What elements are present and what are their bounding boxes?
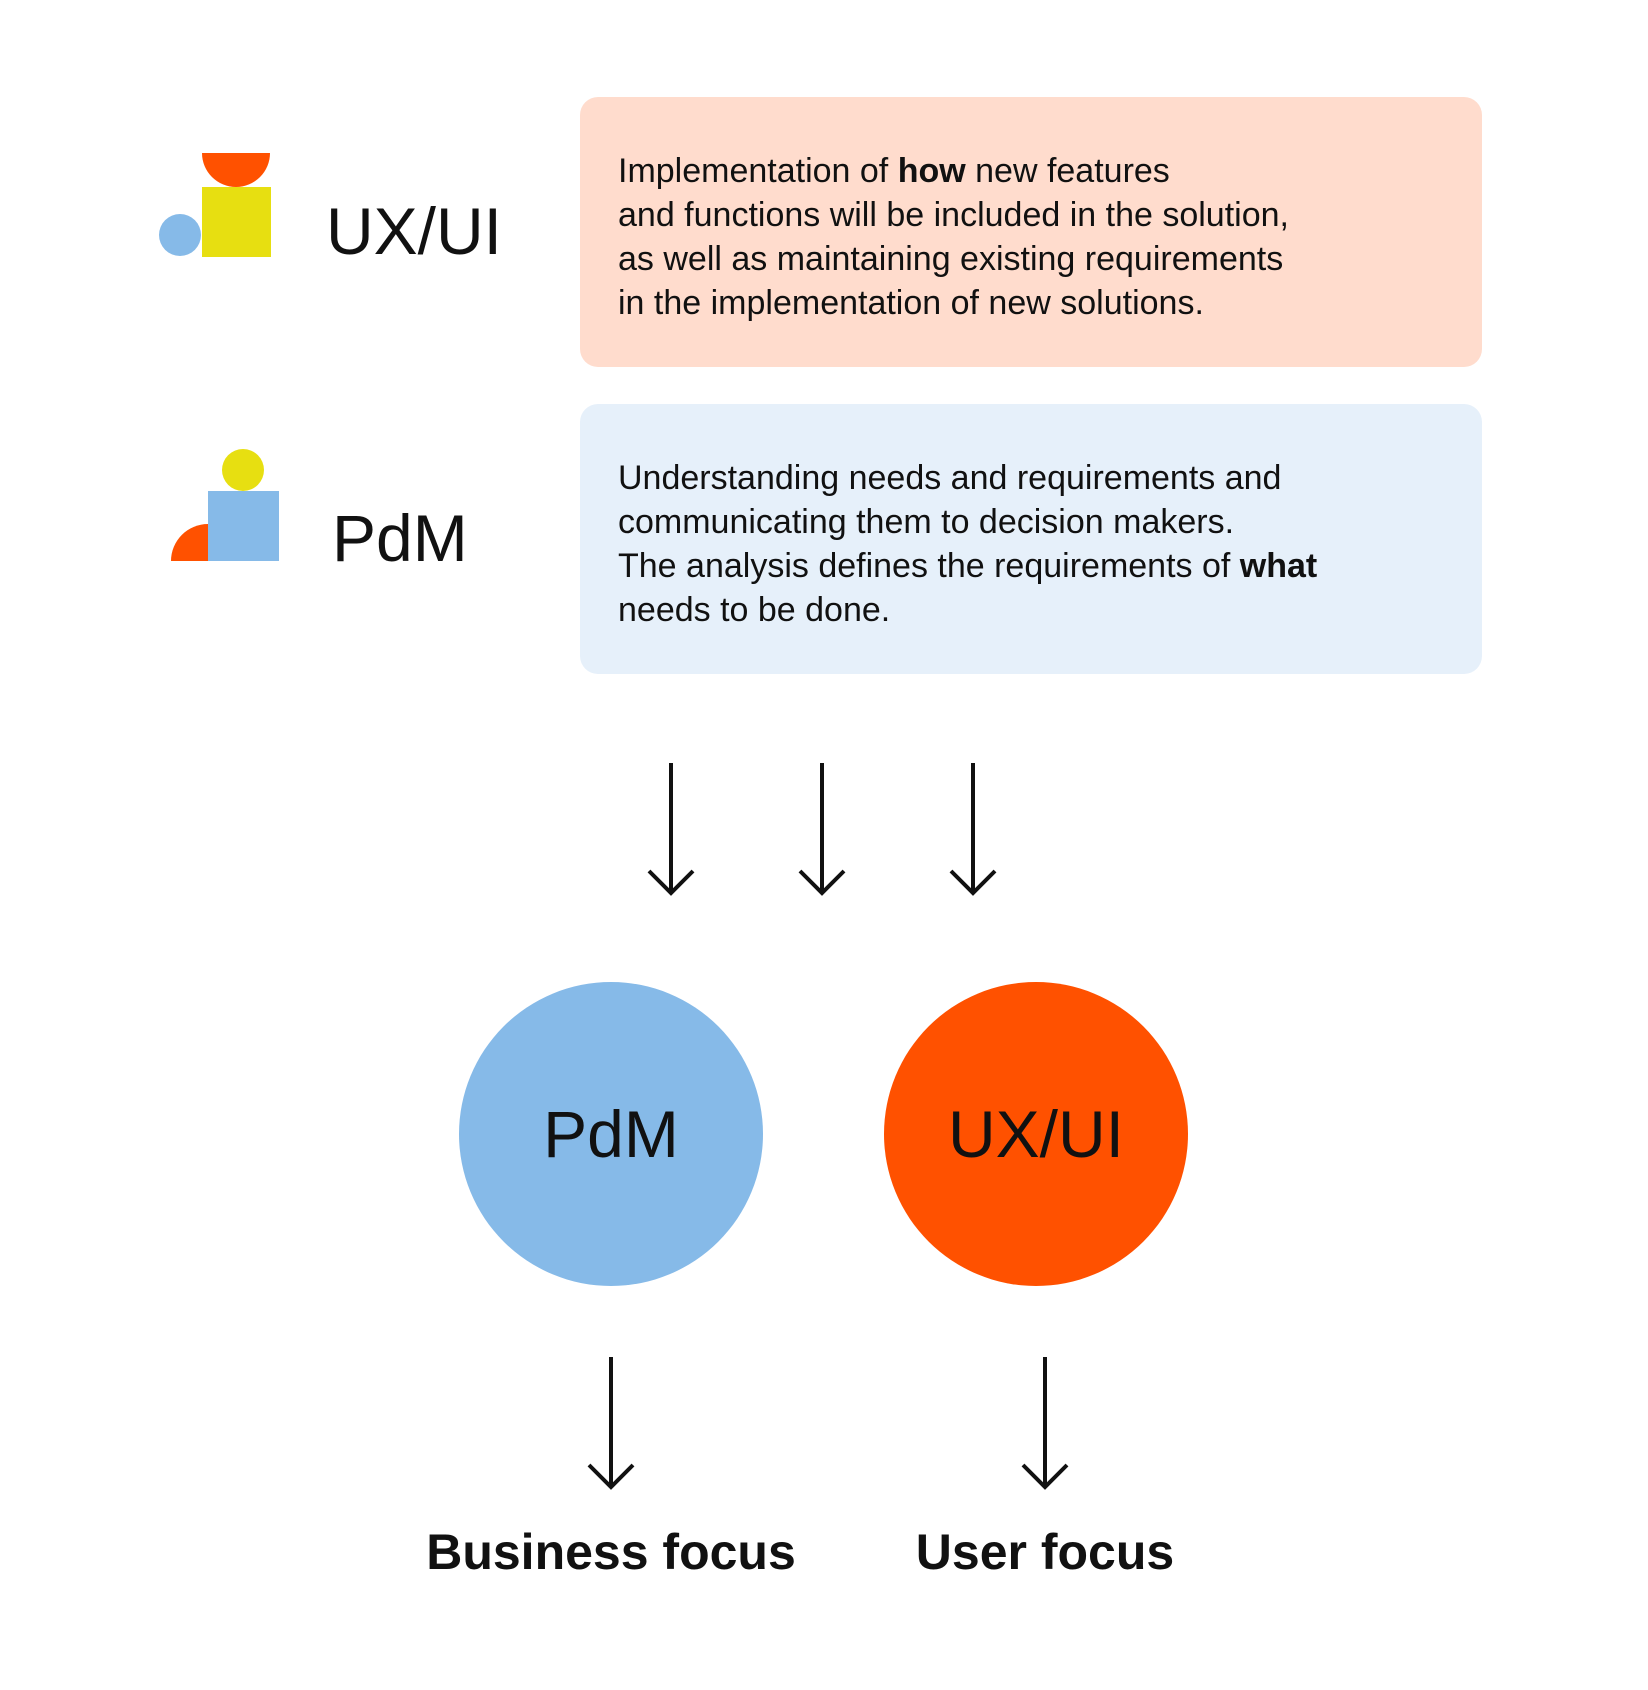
pdm-shapes-icon — [171, 449, 279, 561]
down-arrow-icon — [647, 763, 695, 896]
down-arrow-icon — [798, 763, 846, 896]
how-emphasis: how — [897, 152, 966, 190]
down-arrow-icon — [949, 763, 997, 896]
down-arrow-icon — [1021, 1357, 1069, 1490]
orange-quarter-circle-shape — [171, 524, 208, 561]
yellow-circle-shape — [222, 449, 264, 491]
uxui-role-label: UX/UI — [326, 194, 503, 268]
uxui-description-card: Implementation of how new features and f… — [580, 97, 1482, 367]
blue-square-shape — [208, 491, 279, 561]
down-arrow-icon — [587, 1357, 635, 1490]
pdm-description-card: Understanding needs and requirements and… — [580, 404, 1482, 674]
pdm-description-text: Understanding needs and requirements and… — [618, 459, 1318, 629]
yellow-square-shape — [202, 187, 271, 257]
business-focus-label: Business focus — [426, 1524, 796, 1580]
uxui-circle-label: UX/UI — [947, 1097, 1125, 1171]
uxui-description-text: Implementation of how new features and f… — [618, 152, 1289, 322]
pdm-circle-label: PdM — [543, 1097, 679, 1171]
uxui-shapes-icon — [159, 153, 271, 257]
uxui-circle: UX/UI — [884, 982, 1188, 1286]
pdm-role-label: PdM — [332, 501, 468, 575]
user-focus-label: User focus — [915, 1524, 1175, 1580]
pdm-circle: PdM — [459, 982, 763, 1286]
blue-circle-shape — [159, 214, 201, 256]
orange-half-circle-shape — [202, 153, 270, 187]
what-emphasis: what — [1239, 547, 1318, 585]
